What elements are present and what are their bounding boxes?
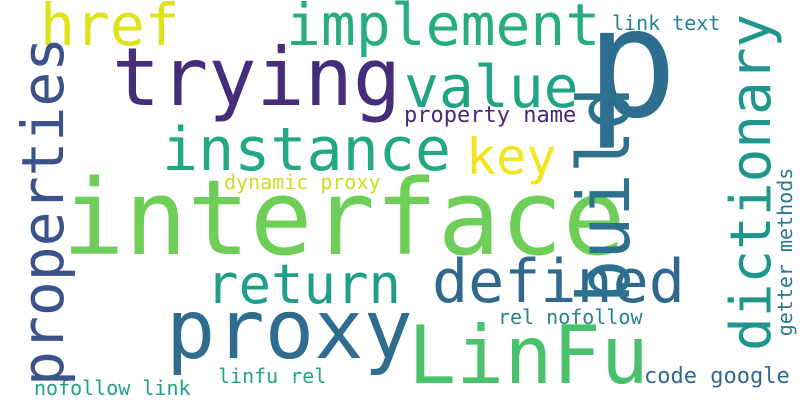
word-getter-methods: getter methods <box>773 167 797 337</box>
word-dynamic-proxy: dynamic proxy <box>224 170 381 194</box>
word-proxy: proxy <box>166 283 413 378</box>
word-rel-nofollow: rel nofollow <box>498 305 643 329</box>
word-key: key <box>466 128 557 186</box>
word-return: return <box>206 253 402 316</box>
word-trying: trying <box>112 31 401 124</box>
word-href: href <box>40 0 180 59</box>
word-property-name: property name <box>404 103 577 128</box>
word-link-text: link text <box>612 11 721 35</box>
word-properties: properties <box>9 36 77 386</box>
word-interface: interface <box>62 157 626 279</box>
word-code-google: code google <box>644 364 790 389</box>
word-dictionary: dictionary <box>719 13 784 351</box>
word-nofollow-link: nofollow link <box>34 376 191 400</box>
word-linfu: LinFu <box>408 309 649 400</box>
word-p: p <box>586 0 678 152</box>
word-linfu-rel: linfu rel <box>218 364 327 388</box>
word-value: value <box>404 53 579 121</box>
word-implement: implement <box>286 0 601 59</box>
word-defined: defined <box>432 247 685 317</box>
word-instance: instance <box>162 115 451 185</box>
word-build: build <box>562 86 646 304</box>
